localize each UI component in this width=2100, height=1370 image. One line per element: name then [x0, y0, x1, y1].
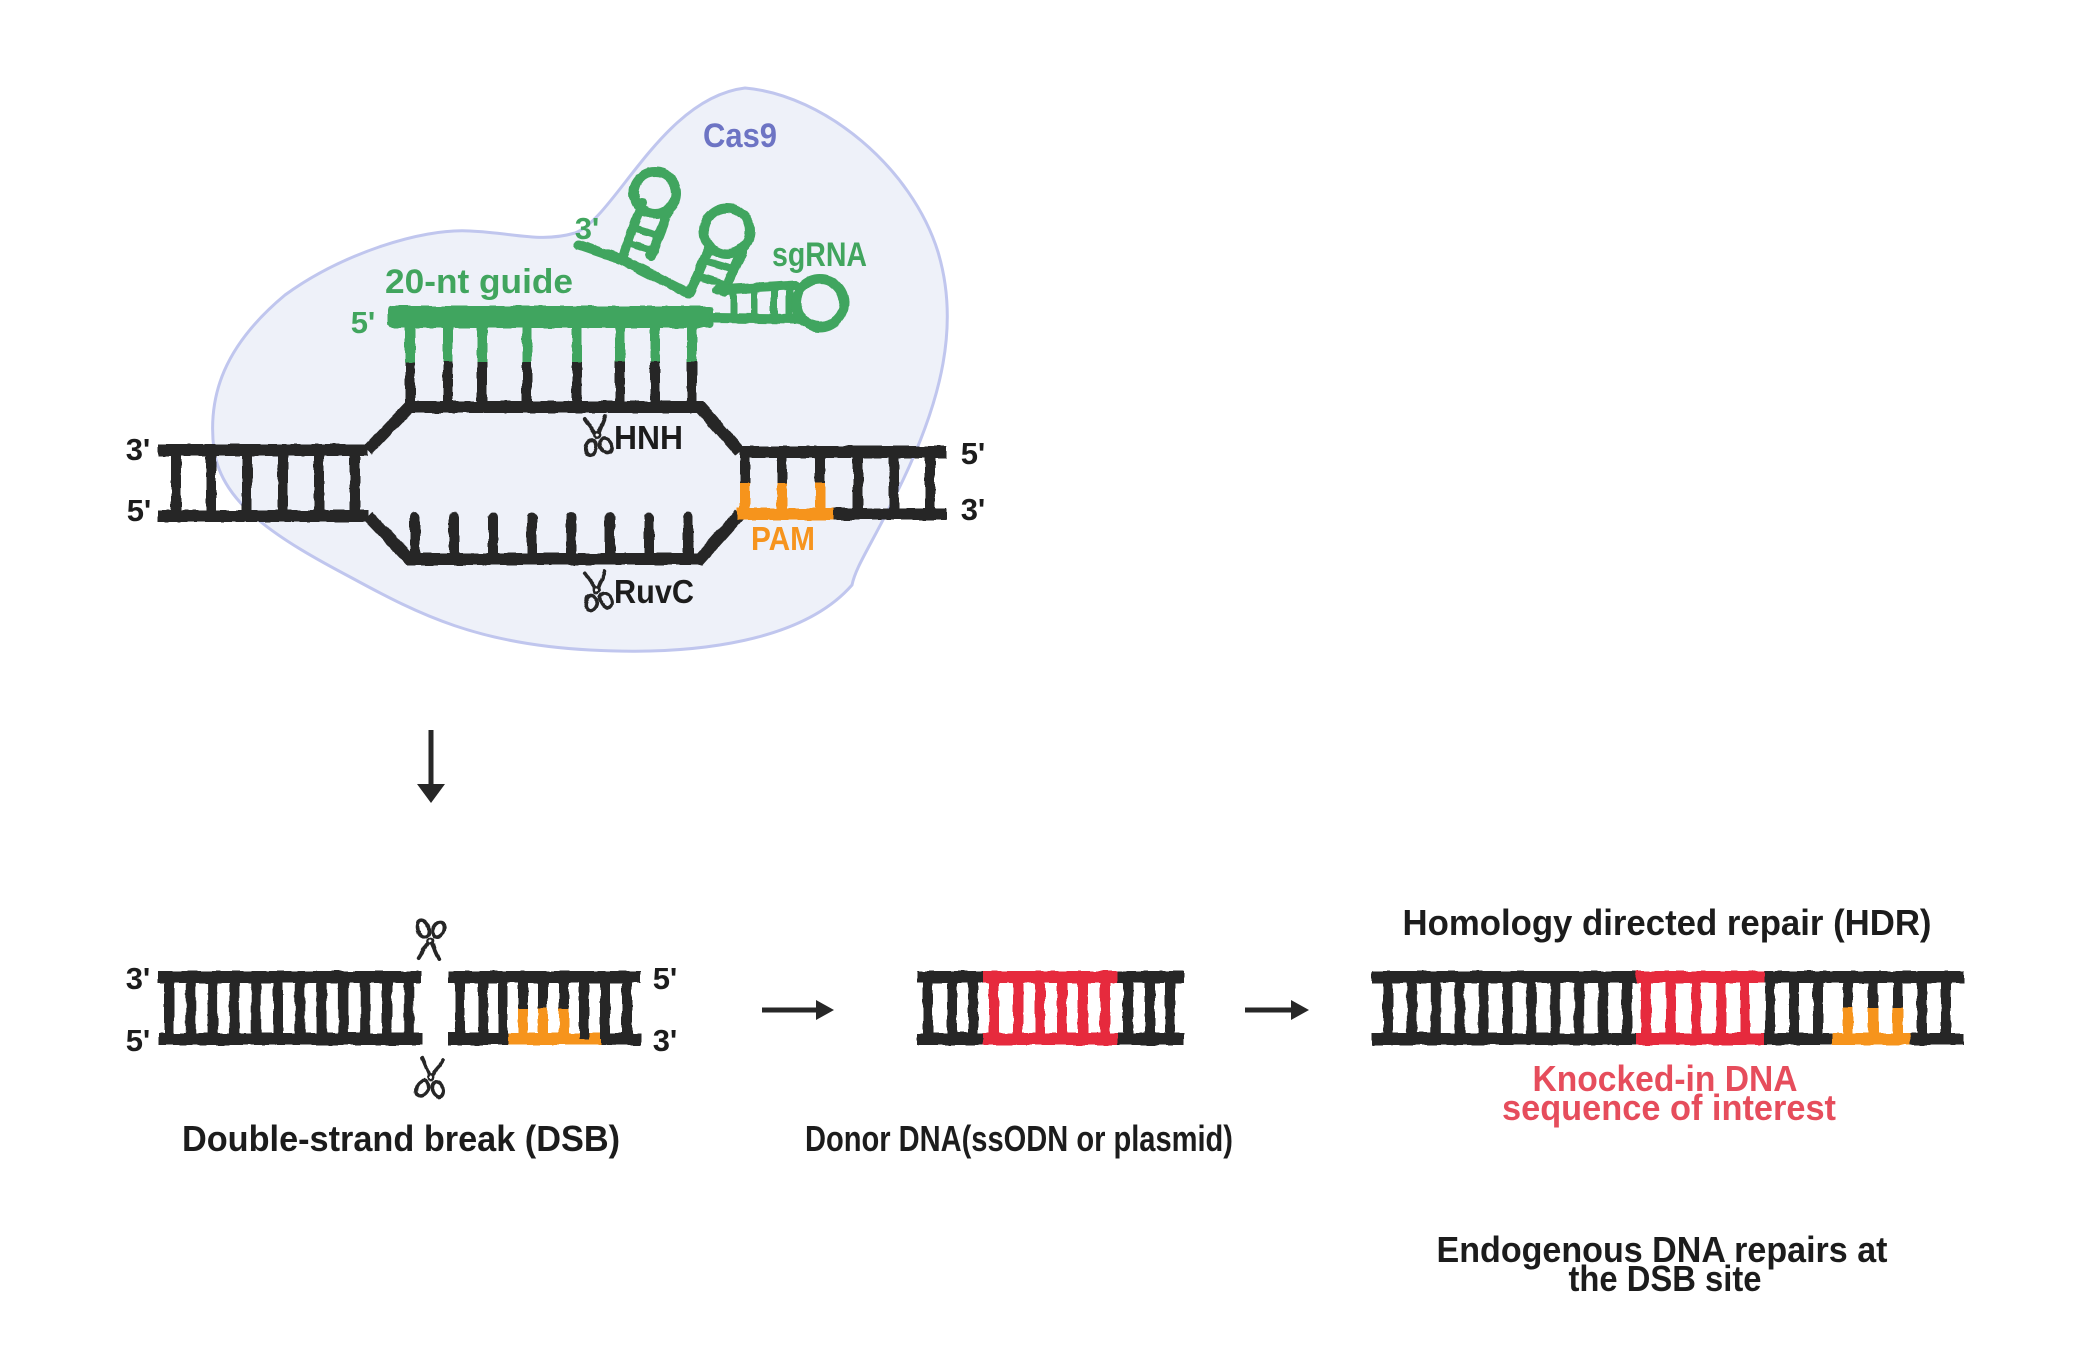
svg-text:RuvC: RuvC — [614, 573, 694, 610]
svg-text:5': 5' — [653, 961, 678, 996]
svg-text:PAM: PAM — [751, 520, 815, 557]
svg-text:3': 3' — [961, 492, 986, 527]
svg-text:sgRNA: sgRNA — [772, 236, 867, 274]
svg-text:Homology directed repair (HDR): Homology directed repair (HDR) — [1403, 902, 1932, 943]
svg-text:5': 5' — [351, 305, 376, 340]
svg-text:5': 5' — [127, 493, 152, 528]
svg-text:5': 5' — [126, 1023, 151, 1058]
svg-text:Knocked-in DNA: Knocked-in DNA — [1533, 1058, 1798, 1099]
svg-text:3': 3' — [653, 1023, 678, 1058]
svg-text:3': 3' — [126, 432, 151, 467]
svg-text:5': 5' — [961, 436, 986, 471]
svg-text:3': 3' — [126, 961, 151, 996]
svg-text:Endogenous DNA repairs at: Endogenous DNA repairs at — [1437, 1229, 1888, 1270]
svg-text:Cas9: Cas9 — [703, 117, 777, 155]
svg-text:Double-strand break (DSB): Double-strand break (DSB) — [182, 1118, 620, 1159]
svg-text:3': 3' — [575, 211, 600, 246]
svg-text:20-nt guide: 20-nt guide — [385, 263, 573, 301]
svg-text:HNH: HNH — [614, 419, 683, 456]
svg-text:the DSB site: the DSB site — [1569, 1258, 1762, 1299]
svg-text:Donor DNA(ssODN or plasmid): Donor DNA(ssODN or plasmid) — [805, 1118, 1233, 1159]
svg-text:sequence of interest: sequence of interest — [1502, 1087, 1836, 1128]
